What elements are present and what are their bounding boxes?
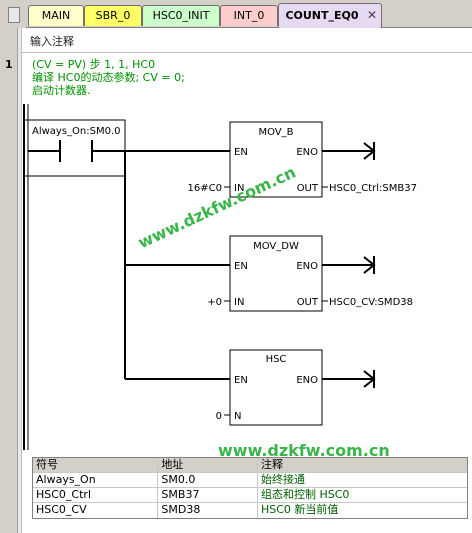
mov-dw-in: IN (234, 297, 244, 308)
hsc-en: EN (234, 375, 248, 386)
hsc-title: HSC (266, 354, 287, 365)
tab-scroll-icon[interactable] (0, 0, 26, 28)
cell-comment: 组态和控制 HSC0 (260, 488, 350, 501)
network-gutter-inner (18, 28, 22, 533)
cell-address: SMD38 (158, 503, 258, 518)
mov-b-eno: ENO (296, 147, 318, 158)
cell-address: SM0.0 (158, 473, 258, 487)
mov-b-out: OUT (297, 183, 319, 194)
network-number[interactable]: 1 (5, 58, 13, 71)
tab-main[interactable]: MAIN (28, 5, 84, 26)
mov-dw-en: EN (234, 261, 248, 272)
mov-dw-out: OUT (297, 297, 319, 308)
network-gutter (0, 28, 18, 533)
contact-label: Always_On:SM0.0 (32, 126, 121, 137)
tab-hsc0-init[interactable]: HSC0_INIT (142, 5, 220, 26)
cell-comment: 始终接通 (260, 473, 305, 486)
cell-symbol: HSC0_CV (33, 503, 159, 518)
tab-int-0[interactable]: INT_0 (220, 5, 278, 26)
network-comment-line: 启动计数器. (32, 84, 91, 97)
network-comment-line: (CV = PV) 步 1, 1, HC0 (32, 58, 156, 71)
cell-comment: HSC0 新当前值 (260, 503, 339, 516)
mov-b-in-value[interactable]: 16#C0 (188, 183, 222, 194)
mov-dw-in-value[interactable]: +0 (207, 297, 222, 308)
watermark: www.dzkfw.com.cn (218, 441, 390, 460)
hsc-in-value[interactable]: 0 (216, 411, 222, 422)
mov-dw-box[interactable] (229, 235, 323, 312)
close-icon[interactable]: ✕ (366, 8, 378, 22)
divider (22, 52, 472, 53)
mov-b-title: MOV_B (258, 127, 293, 138)
symbol-table: 符号 地址 注释 Always_On SM0.0 始终接通 HSC0_Ctrl … (32, 457, 468, 519)
tab-count-eq0[interactable]: COUNT_EQ0 (278, 3, 382, 28)
table-row[interactable]: Always_On SM0.0 始终接通 (33, 473, 467, 488)
mov-b-en: EN (234, 147, 248, 158)
hsc-eno: ENO (296, 375, 318, 386)
network-comment-line: 编译 HC0的动态参数; CV = 0; (32, 71, 185, 84)
table-row[interactable]: HSC0_Ctrl SMB37 组态和控制 HSC0 (33, 488, 467, 503)
header-address[interactable]: 地址 (158, 458, 258, 472)
tab-sbr-0[interactable]: SBR_0 (84, 5, 142, 26)
hsc-box[interactable] (229, 349, 323, 426)
mov-dw-eno: ENO (296, 261, 318, 272)
tab-bar: MAIN SBR_0 HSC0_INIT INT_0 COUNT_EQ0 ✕ (0, 0, 472, 28)
header-symbol[interactable]: 符号 (33, 458, 159, 472)
cell-address: SMB37 (158, 488, 258, 502)
program-comment[interactable]: 输入注释 (30, 35, 74, 48)
mov-b-in: IN (234, 183, 244, 194)
contact-box[interactable] (23, 119, 126, 177)
table-row[interactable]: HSC0_CV SMD38 HSC0 新当前值 (33, 503, 467, 518)
header-comment[interactable]: 注释 (260, 458, 283, 471)
mov-b-out-value[interactable]: HSC0_Ctrl:SMB37 (329, 183, 417, 194)
mov-dw-out-value[interactable]: HSC0_CV:SMD38 (329, 297, 413, 308)
table-header: 符号 地址 注释 (33, 458, 467, 473)
mov-dw-title: MOV_DW (253, 241, 299, 252)
mov-b-box[interactable] (229, 121, 323, 198)
hsc-n: N (234, 411, 241, 422)
cell-symbol: Always_On (33, 473, 159, 487)
cell-symbol: HSC0_Ctrl (33, 488, 159, 502)
